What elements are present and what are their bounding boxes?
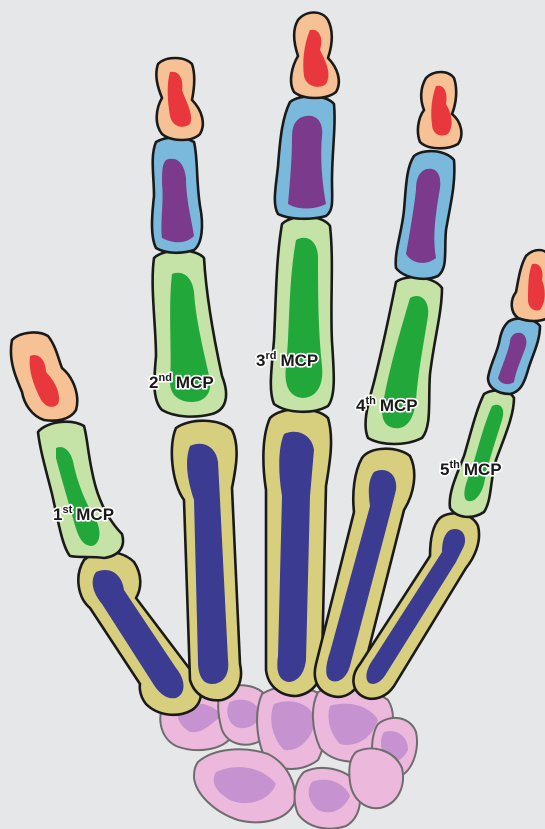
carpal-bones	[160, 685, 417, 828]
middle-phalanx-3-marrow	[288, 116, 326, 209]
carpal-triquetrum	[349, 749, 403, 809]
